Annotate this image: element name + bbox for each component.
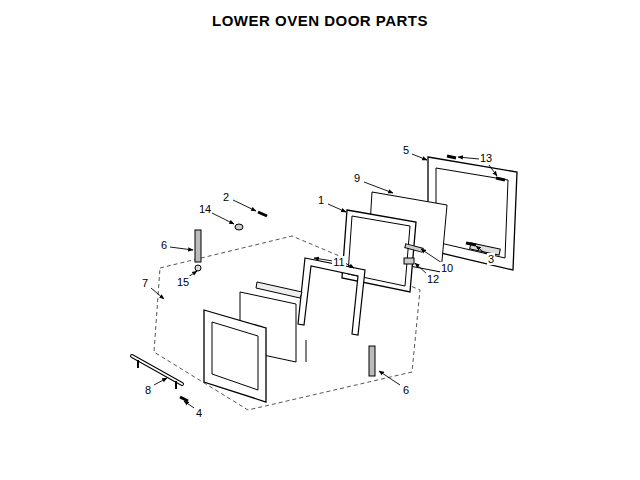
drawing-part [328, 204, 346, 212]
door-strip [306, 340, 307, 362]
door-parts [132, 156, 517, 410]
callout-number: 4 [195, 407, 203, 419]
washer [235, 224, 243, 230]
outer-door [204, 310, 266, 402]
door-panel [342, 210, 416, 292]
door-strip [256, 282, 302, 298]
drawing-part [132, 356, 182, 384]
leader-lines [151, 154, 497, 408]
door-bracket [298, 258, 365, 335]
drawing-part [379, 371, 400, 385]
hinge-screw [195, 265, 201, 271]
clip [404, 258, 414, 264]
drawing-part [212, 213, 234, 224]
drawing-part [151, 288, 164, 299]
drawing-part [314, 258, 333, 261]
drawing-part [184, 401, 194, 408]
callout-number: 12 [426, 273, 440, 285]
callout-number: 8 [144, 384, 152, 396]
callout-number: 3 [487, 253, 495, 265]
callout-number: 10 [440, 262, 454, 274]
diagram-title: LOWER OVEN DOOR PARTS [212, 12, 428, 29]
drawing-part [458, 157, 479, 159]
callout-number: 11 [332, 256, 345, 268]
drawing-part [170, 247, 193, 250]
callout-number: 1 [317, 194, 325, 206]
drawing-part [233, 200, 256, 211]
hinge [195, 230, 201, 262]
drawing-part [496, 178, 505, 180]
callout-number: 5 [402, 144, 410, 156]
screw [447, 156, 505, 180]
callout-number: 13 [479, 152, 493, 164]
callout-number: 2 [222, 191, 230, 203]
inner-door-frame [436, 168, 508, 258]
callout-number: 6 [160, 239, 168, 251]
screw [258, 212, 267, 216]
drawing-part [412, 154, 427, 160]
drawing-part [421, 249, 442, 263]
drawing-part [345, 263, 354, 268]
callout-number: 7 [141, 277, 149, 289]
drawing-part [489, 165, 497, 176]
drawing-part [137, 360, 139, 368]
drawing-part [175, 381, 177, 389]
callout-number: 6 [402, 384, 410, 396]
drawing-part [476, 246, 486, 254]
screw [180, 397, 188, 401]
door-handle [132, 356, 182, 389]
screw [466, 243, 476, 245]
outer-door-window [212, 322, 258, 390]
drawing-part [364, 182, 393, 193]
callout-number: 9 [353, 172, 361, 184]
drawing-part [447, 156, 456, 158]
drawing-part [154, 378, 167, 385]
spacer [405, 244, 423, 253]
drawing-part [132, 356, 182, 384]
hinge [369, 346, 375, 376]
callout-number: 14 [198, 203, 212, 215]
callout-number: 15 [176, 276, 190, 288]
